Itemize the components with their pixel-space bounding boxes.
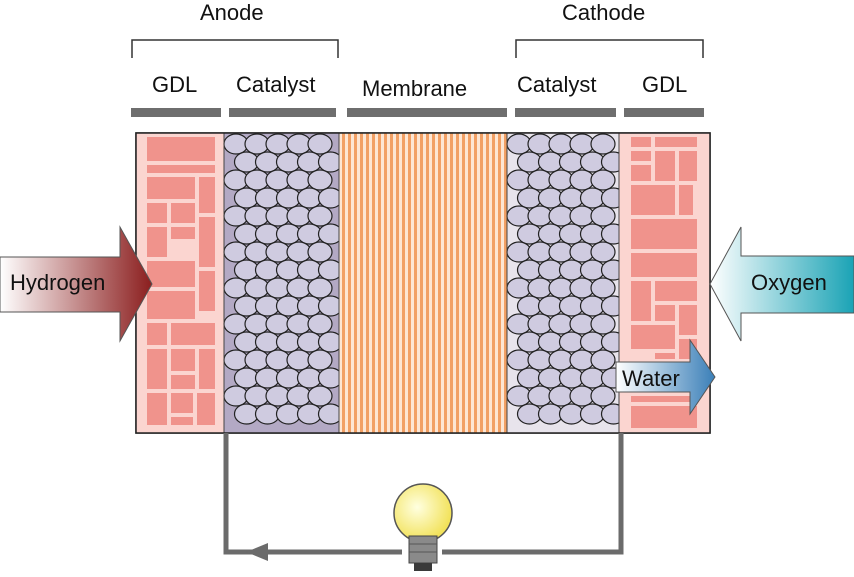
cathode-gdl-label: GDL — [642, 72, 688, 97]
water-arrow — [615, 338, 716, 416]
anode-gdl-bar — [131, 108, 221, 117]
light-bulb-icon — [393, 483, 453, 571]
oxygen-arrow — [709, 226, 854, 342]
cathode-catalyst-bar — [515, 108, 616, 117]
anode-label: Anode — [200, 0, 264, 25]
anode-catalyst-layer — [223, 133, 344, 433]
cathode-gdl-bar — [624, 108, 704, 117]
current-arrowhead — [246, 543, 268, 561]
cathode-catalyst-label: Catalyst — [517, 72, 597, 97]
cathode-bracket — [515, 39, 704, 58]
membrane-layer — [339, 133, 507, 433]
oxygen-label: Oxygen — [751, 270, 827, 295]
hydrogen-label: Hydrogen — [10, 270, 106, 295]
cathode-label: Cathode — [562, 0, 646, 25]
anode-catalyst-label: Catalyst — [236, 72, 316, 97]
cathode-catalyst-layer — [506, 133, 627, 433]
circuit-wire — [223, 433, 624, 555]
water-label: Water — [622, 366, 680, 391]
membrane-label: Membrane — [362, 76, 468, 101]
membrane-bar — [347, 108, 507, 117]
anode-catalyst-bar — [229, 108, 336, 117]
anode-gdl-label: GDL — [152, 72, 198, 97]
hydrogen-arrow — [0, 225, 153, 343]
anode-bracket — [131, 39, 339, 58]
